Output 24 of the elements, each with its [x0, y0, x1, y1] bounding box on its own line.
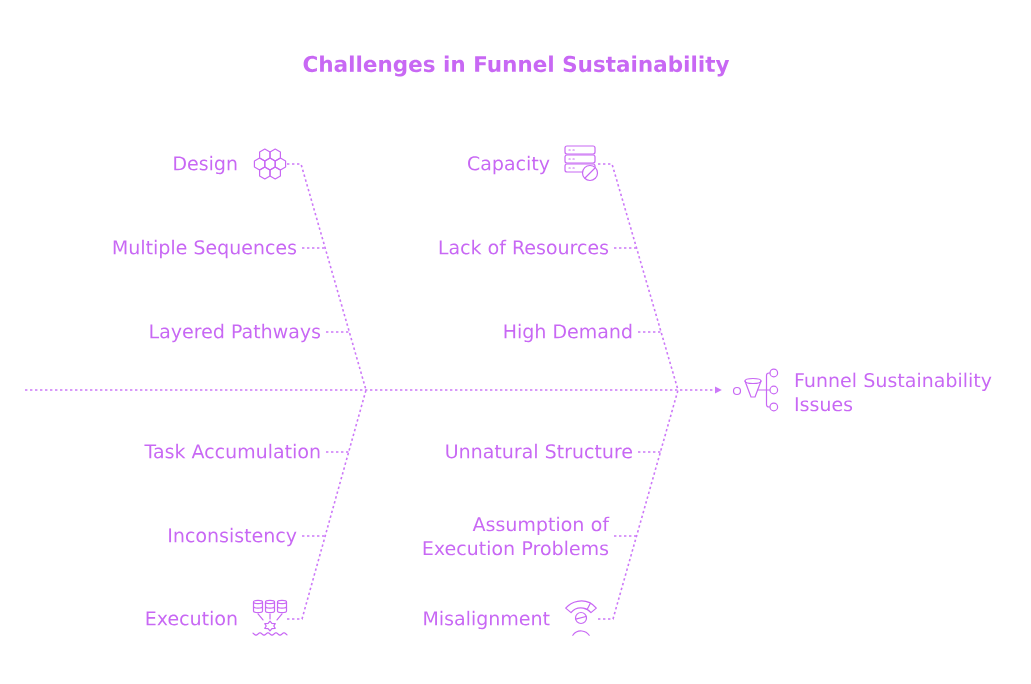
cause-label: Multiple Sequences [113, 239, 297, 259]
cause-label: Assumption of Execution Problems [423, 516, 610, 556]
category-label: Design [174, 155, 237, 175]
category-label: Misalignment [424, 610, 550, 630]
category-label: Execution [146, 610, 237, 626]
connector-line [613, 535, 638, 537]
connector-line [325, 451, 350, 453]
connector-line [597, 389, 679, 620]
cause-label: Inconsistency [169, 527, 297, 547]
effect-label: Funnel Sustainability Issues [795, 372, 992, 412]
cause-label: Unnatural Structure [446, 443, 632, 459]
connector-line [325, 331, 351, 333]
title: Challenges in Funnel Sustainability [303, 55, 730, 77]
cause-label: Layered Pathways [150, 323, 321, 343]
category-label: Capacity [468, 155, 550, 175]
connector-line [613, 247, 638, 249]
cause-label: Task Accumulation [144, 443, 320, 459]
connector-line [637, 451, 662, 453]
cause-label: High Demand [504, 323, 632, 343]
connector-line [301, 535, 326, 537]
connector-line [286, 389, 367, 620]
connector-line [637, 331, 662, 333]
cause-label: Lack of Resources [439, 239, 609, 255]
connector-line [597, 163, 679, 391]
